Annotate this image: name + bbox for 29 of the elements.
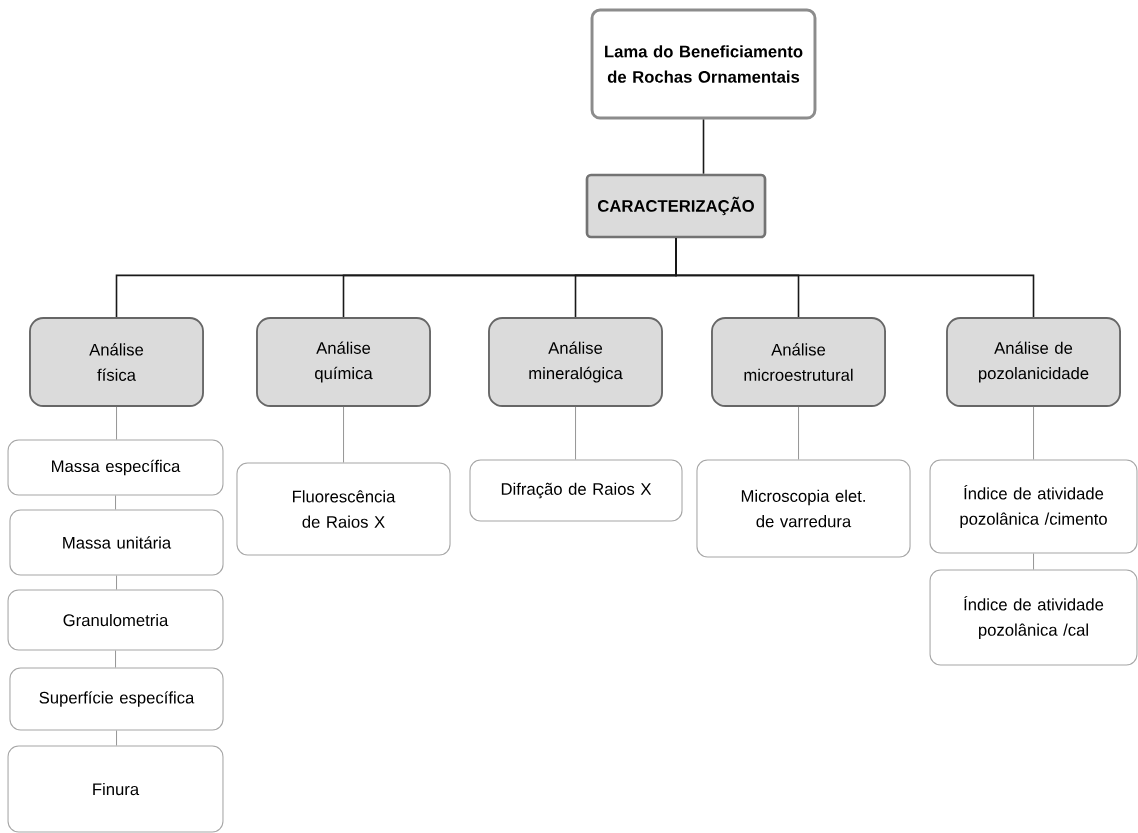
connector-line [115,406,118,441]
connector-line [342,406,345,463]
category-box: Análise física [29,317,204,407]
connector-line [114,494,117,510]
process-box: Finura [7,745,224,833]
heading-box: CARACTERIZAÇÃO [585,173,767,239]
process-box: Granulometria [7,589,224,651]
process-box: Microscopia elet. de varredura [696,459,911,558]
connector-line [702,118,705,175]
process-box: Superfície específica [9,667,224,731]
process-box: Massa específica [7,439,224,496]
connector-line [574,406,577,460]
process-box: Índice de atividade pozolânica /cimento [929,459,1138,554]
connector-line [797,406,800,460]
process-box: Massa unitária [9,509,224,576]
title-box: Lama do Beneficiamento de Rochas Ornamentais [590,8,817,120]
connector-line [115,730,118,746]
connector-line [675,237,1035,318]
process-box: Índice de atividade pozolânica /cal [929,569,1138,666]
connector-line [1032,406,1035,460]
process-box: Difração de Raios X [469,459,683,522]
connector-line [114,650,117,668]
process-box: Fluorescência de Raios X [236,462,451,556]
connector-line [1032,553,1035,571]
category-box: Análise de pozolanicidade [946,317,1121,407]
category-box: Análise química [256,317,431,407]
category-box: Análise microestrutural [711,317,886,407]
category-box: Análise mineralógica [488,317,663,407]
connector-line [115,575,118,590]
